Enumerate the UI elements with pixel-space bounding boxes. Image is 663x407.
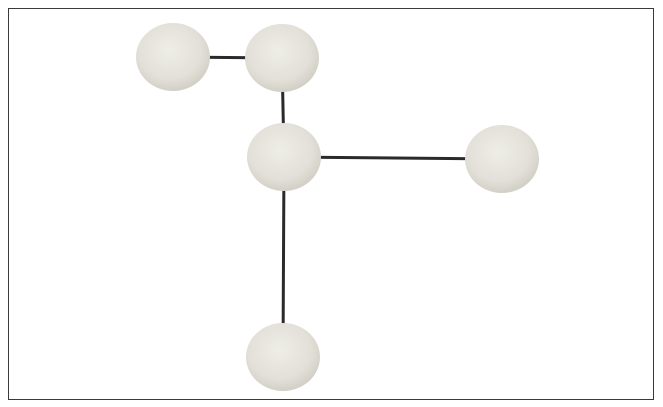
node-n3 [247,123,321,191]
nodes-group [136,23,539,391]
diagram-frame [8,8,654,400]
node-n5 [246,323,320,391]
edges-group [172,55,503,358]
node-n4 [465,125,539,193]
node-n1 [136,23,210,91]
node-n2 [245,24,319,92]
